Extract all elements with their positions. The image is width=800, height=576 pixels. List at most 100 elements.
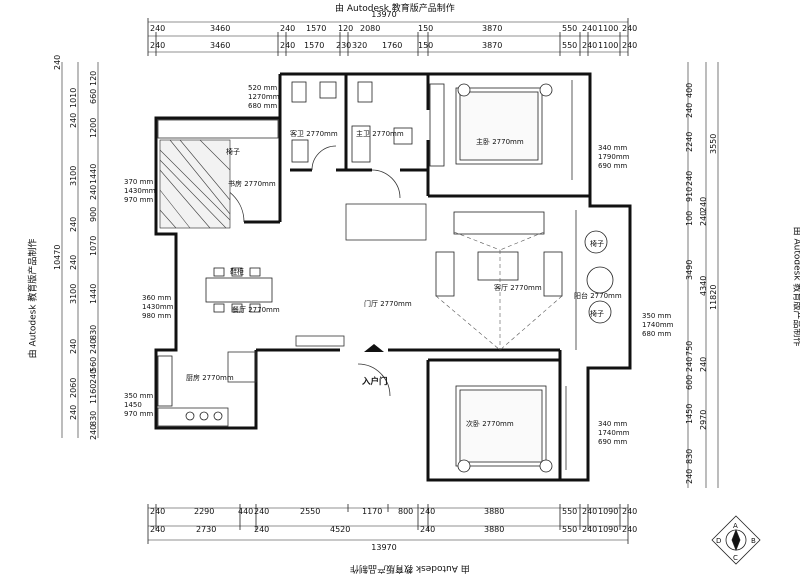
svg-text:240: 240 xyxy=(685,357,694,372)
svg-text:600: 600 xyxy=(685,375,694,390)
svg-text:370 mm: 370 mm xyxy=(124,178,153,186)
chair-label-balcony-2: 椅子 xyxy=(590,309,604,318)
svg-text:240: 240 xyxy=(150,525,165,534)
svg-text:360 mm: 360 mm xyxy=(142,294,171,302)
balcony-furniture xyxy=(584,230,614,324)
svg-text:240: 240 xyxy=(685,103,694,118)
svg-text:900: 900 xyxy=(89,207,98,222)
svg-text:340 mm: 340 mm xyxy=(598,144,627,152)
svg-text:240: 240 xyxy=(69,217,78,232)
svg-text:690 mm: 690 mm xyxy=(598,438,627,446)
svg-text:830: 830 xyxy=(89,411,98,426)
svg-text:350 mm: 350 mm xyxy=(642,312,671,320)
second-bed-label: 次卧 2770mm xyxy=(466,419,514,428)
svg-text:680 mm: 680 mm xyxy=(642,330,671,338)
svg-text:240: 240 xyxy=(150,41,165,50)
living-sofa xyxy=(435,211,563,297)
shoe-cabinet-label: 鞋柜 xyxy=(230,267,244,276)
svg-text:1430mm: 1430mm xyxy=(142,303,174,311)
svg-text:1270mm: 1270mm xyxy=(248,93,280,101)
svg-text:1100: 1100 xyxy=(598,41,618,50)
kitchen-label: 厨房 2770mm xyxy=(186,373,234,382)
svg-text:550: 550 xyxy=(562,525,577,534)
svg-text:2240: 2240 xyxy=(685,132,694,152)
walls xyxy=(154,72,632,482)
svg-text:4340: 4340 xyxy=(699,276,708,296)
svg-text:240: 240 xyxy=(685,171,694,186)
svg-text:240: 240 xyxy=(420,525,435,534)
svg-text:1440: 1440 xyxy=(89,284,98,304)
svg-text:2970: 2970 xyxy=(699,410,708,430)
svg-text:830: 830 xyxy=(685,449,694,464)
svg-text:2730: 2730 xyxy=(196,525,216,534)
svg-text:550: 550 xyxy=(562,41,577,50)
top-dims-row1: 13970 240 3460 240 1570 120 2080 150 387… xyxy=(150,10,637,33)
svg-text:240: 240 xyxy=(685,469,694,484)
svg-text:150: 150 xyxy=(418,41,433,50)
top-total: 13970 xyxy=(371,10,396,19)
svg-text:2060: 2060 xyxy=(69,378,78,398)
svg-text:240: 240 xyxy=(582,507,597,516)
svg-text:1430mm: 1430mm xyxy=(124,187,156,195)
svg-text:230: 230 xyxy=(336,41,351,50)
svg-text:240: 240 xyxy=(699,197,708,212)
svg-text:440: 440 xyxy=(238,507,253,516)
svg-text:240: 240 xyxy=(622,507,637,516)
svg-text:240: 240 xyxy=(89,339,98,354)
svg-text:2290: 2290 xyxy=(194,507,214,516)
foyer-label: 门厅 2770mm xyxy=(364,299,412,308)
second-bed xyxy=(455,385,553,473)
svg-text:3460: 3460 xyxy=(210,41,230,50)
svg-text:660: 660 xyxy=(89,89,98,104)
svg-text:240: 240 xyxy=(150,24,165,33)
svg-text:320: 320 xyxy=(352,41,367,50)
svg-text:240: 240 xyxy=(89,369,98,384)
balcony-label: 阳台 2770mm xyxy=(574,291,622,300)
svg-text:3100: 3100 xyxy=(69,284,78,304)
left-total: 10470 xyxy=(53,245,62,270)
entrance-label: 入户门 xyxy=(361,376,388,387)
svg-text:3460: 3460 xyxy=(210,24,230,33)
svg-text:350 mm: 350 mm xyxy=(124,392,153,400)
bottom-total: 13970 xyxy=(371,543,396,552)
svg-text:1790mm: 1790mm xyxy=(598,153,630,161)
svg-text:240: 240 xyxy=(582,41,597,50)
living-label: 客厅 2770mm xyxy=(494,283,542,292)
svg-text:560: 560 xyxy=(89,357,98,372)
svg-text:1740mm: 1740mm xyxy=(598,429,630,437)
svg-text:400: 400 xyxy=(685,83,694,98)
svg-text:2080: 2080 xyxy=(360,24,380,33)
svg-text:1740mm: 1740mm xyxy=(642,321,674,329)
guest-bath-label: 客卫 2770mm xyxy=(290,129,338,138)
svg-text:1570: 1570 xyxy=(304,41,324,50)
svg-text:C: C xyxy=(733,554,738,562)
svg-text:910: 910 xyxy=(685,187,694,202)
svg-text:240: 240 xyxy=(280,41,295,50)
thin-lines xyxy=(157,80,577,470)
svg-text:2550: 2550 xyxy=(300,507,320,516)
svg-text:240: 240 xyxy=(582,24,597,33)
svg-text:240: 240 xyxy=(150,507,165,516)
chair-label-study: 椅子 xyxy=(226,147,240,156)
svg-text:830: 830 xyxy=(89,325,98,340)
master-bed-label: 主卧 2770mm xyxy=(476,137,524,146)
svg-text:3550: 3550 xyxy=(709,134,718,154)
svg-text:240: 240 xyxy=(582,525,597,534)
svg-text:800: 800 xyxy=(398,507,413,516)
kitchen-fixtures xyxy=(157,355,223,421)
svg-text:1570: 1570 xyxy=(306,24,326,33)
svg-text:550: 550 xyxy=(562,507,577,516)
svg-text:750: 750 xyxy=(685,341,694,356)
svg-text:240: 240 xyxy=(89,425,98,440)
study-bed-hatch xyxy=(159,139,231,229)
svg-text:240: 240 xyxy=(622,525,637,534)
svg-text:690 mm: 690 mm xyxy=(598,162,627,170)
bottom-dims-row1: 240 2290 440 240 2550 1170 800 240 3880 … xyxy=(150,507,637,516)
svg-text:680 mm: 680 mm xyxy=(248,102,277,110)
svg-text:4520: 4520 xyxy=(330,525,350,534)
svg-text:1440: 1440 xyxy=(89,164,98,184)
svg-text:240: 240 xyxy=(53,55,62,70)
svg-text:980 mm: 980 mm xyxy=(142,312,171,320)
dimension-ticks xyxy=(147,18,629,544)
